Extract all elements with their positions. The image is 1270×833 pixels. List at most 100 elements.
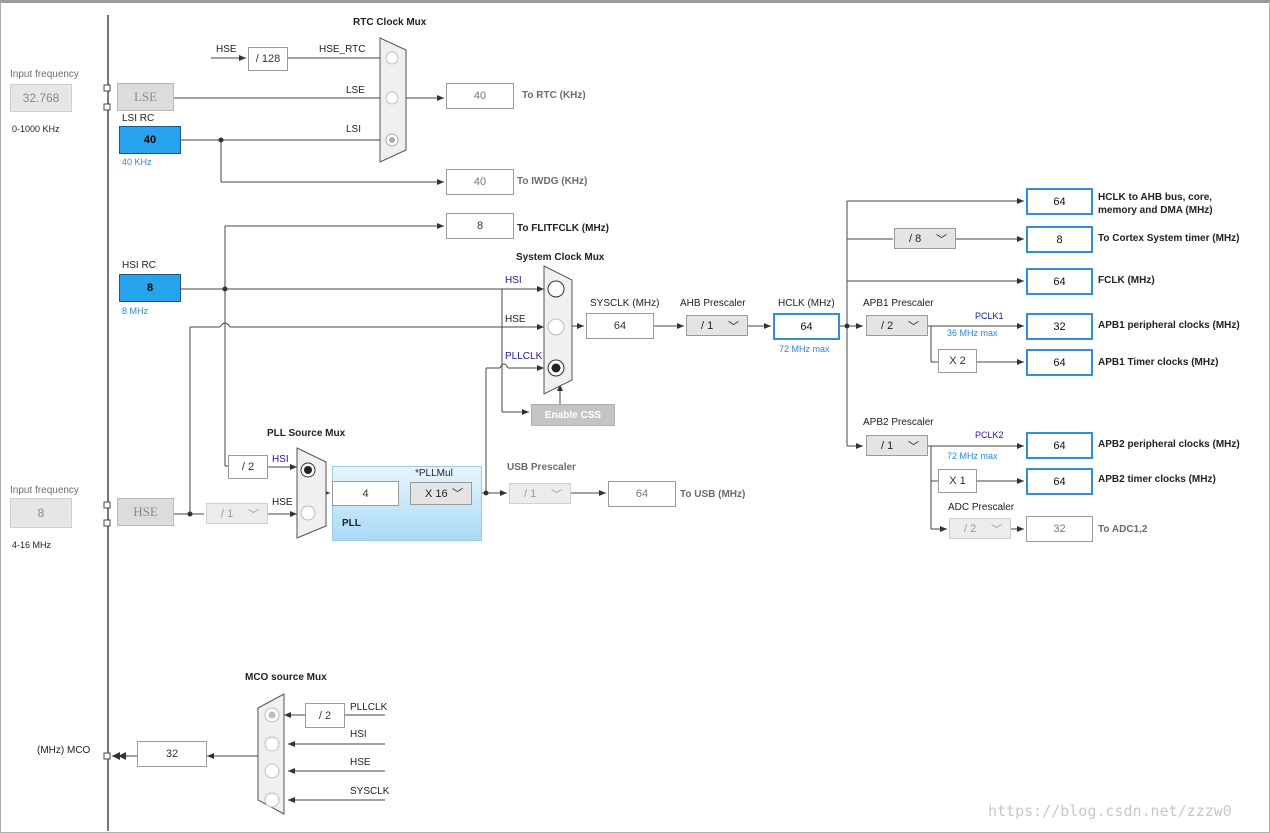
pllmul-label: *PLLMul — [415, 468, 453, 479]
mco-pll-divider: / 2 — [305, 703, 345, 728]
chevron-down-icon: ﹀ — [991, 524, 1002, 536]
usb-output-value: 64 — [608, 481, 676, 507]
apb2-peripheral-label: APB2 peripheral clocks (MHz) — [1098, 439, 1240, 450]
hse-prediv-value: / 1 — [221, 507, 234, 520]
mco-hse-label[interactable]: HSE — [350, 757, 371, 768]
usb-output-label: To USB (MHz) — [680, 489, 746, 500]
lse-input-frequency-field[interactable]: 32.768 — [10, 84, 72, 112]
mco-hsi-label[interactable]: HSI — [350, 729, 367, 740]
system-clock-mux-title: System Clock Mux — [516, 252, 605, 263]
chevron-down-icon: ﹀ — [936, 234, 947, 246]
apb1-timer-multiplier: X 2 — [938, 349, 977, 373]
adc-output-label: To ADC1,2 — [1098, 524, 1148, 535]
hclk-ahb-value[interactable]: 64 — [1026, 188, 1093, 215]
iwdg-output-value: 40 — [446, 169, 514, 195]
hclk-ahb-label-line1: HCLK to AHB bus, core, — [1098, 192, 1213, 203]
hse-rtc-label: HSE_RTC — [319, 44, 366, 55]
apb1-peripheral-label: APB1 peripheral clocks (MHz) — [1098, 320, 1240, 331]
flitfclk-output-label: To FLITFCLK (MHz) — [517, 223, 610, 234]
hclk-max: 72 MHz max — [779, 344, 830, 354]
rtc-mux-title: RTC Clock Mux — [353, 17, 427, 28]
mco-output-value: 32 — [137, 741, 207, 767]
cortex-timer-divider-dropdown[interactable]: / 8 ﹀ — [894, 228, 956, 249]
hsi-pll-divider: / 2 — [228, 455, 268, 479]
apb1-prescaler-title: APB1 Prescaler — [863, 298, 934, 309]
apb2-prescaler-dropdown[interactable]: / 1﹀ — [866, 435, 928, 456]
lse-input-label: Input frequency — [10, 69, 79, 80]
chevron-down-icon: ﹀ — [908, 321, 919, 333]
cortex-timer-label: To Cortex System timer (MHz) — [1098, 233, 1240, 244]
hse-prediv-dropdown[interactable]: / 1 ﹀ — [206, 503, 268, 524]
pllmul-value: X 16 — [425, 487, 448, 500]
rtc-lse-line-label: LSE — [346, 85, 365, 96]
usb-prescaler-title: USB Prescaler — [507, 462, 576, 473]
adc-prescaler-value: / 2 — [964, 522, 977, 535]
apb2-prescaler-title: APB2 Prescaler — [863, 417, 934, 428]
chevron-down-icon: ﹀ — [452, 488, 463, 500]
lse-oscillator[interactable]: LSE — [117, 83, 174, 111]
pll-label: PLL — [342, 518, 361, 529]
pll-source-mux — [296, 447, 327, 539]
pll-mux-hse-label[interactable]: HSE — [272, 497, 293, 508]
chevron-down-icon: ﹀ — [728, 321, 739, 333]
adc-prescaler-dropdown[interactable]: / 2 ﹀ — [949, 518, 1011, 539]
ahb-prescaler-dropdown[interactable]: / 1 ﹀ — [686, 315, 748, 336]
cortex-timer-value[interactable]: 8 — [1026, 226, 1093, 253]
hclk-value[interactable]: 64 — [773, 313, 840, 340]
sysclk-title: SYSCLK (MHz) — [590, 298, 660, 309]
adc-prescaler-title: ADC Prescaler — [948, 502, 1015, 513]
hse-input-label: Input frequency — [10, 485, 79, 496]
apb1-timer-label: APB1 Timer clocks (MHz) — [1098, 357, 1219, 368]
ahb-prescaler-value: / 1 — [701, 319, 714, 332]
mco-source-mux-title: MCO source Mux — [245, 672, 327, 683]
pll-input-value: 4 — [332, 481, 399, 506]
pclk1-label: PCLK1 — [975, 311, 1004, 321]
usb-prescaler-value: / 1 — [524, 487, 537, 500]
enable-css-button[interactable]: Enable CSS — [531, 404, 615, 426]
fclk-value[interactable]: 64 — [1026, 268, 1093, 295]
sysclk-value: 64 — [586, 313, 654, 339]
hsi-rc-title: HSI RC — [122, 260, 156, 271]
apb1-timer-value[interactable]: 64 — [1026, 349, 1093, 376]
sysmux-pllclk-label[interactable]: PLLCLK — [505, 351, 543, 362]
rtc-output-label: To RTC (KHz) — [522, 90, 586, 101]
pclk1-max: 36 MHz max — [947, 328, 998, 338]
lsi-rc-value[interactable]: 40 — [119, 126, 181, 154]
pll-source-mux-title: PLL Source Mux — [267, 428, 346, 439]
apb2-timer-multiplier: X 1 — [938, 469, 977, 493]
lse-input-range: 0-1000 KHz — [12, 124, 60, 134]
lsi-rc-title: LSI RC — [122, 113, 155, 124]
usb-prescaler-dropdown[interactable]: / 1 ﹀ — [509, 483, 571, 504]
apb1-prescaler-dropdown[interactable]: / 2﹀ — [866, 315, 928, 336]
sysmux-hse-label[interactable]: HSE — [505, 314, 526, 325]
chevron-down-icon: ﹀ — [551, 489, 562, 501]
hse-oscillator[interactable]: HSE — [117, 498, 174, 526]
pclk2-label: PCLK2 — [975, 430, 1004, 440]
mco-sysclk-label[interactable]: SYSCLK — [350, 786, 390, 797]
hsi-rc-subtitle: 8 MHz — [122, 306, 149, 316]
pll-mux-hsi-label[interactable]: HSI — [272, 454, 289, 465]
iwdg-output-label: To IWDG (KHz) — [517, 176, 588, 187]
mco-source-mux — [257, 693, 285, 815]
hsi-rc-value[interactable]: 8 — [119, 274, 181, 302]
sysmux-hsi-label[interactable]: HSI — [505, 275, 522, 286]
apb1-peripheral-value[interactable]: 32 — [1026, 313, 1093, 340]
watermark: https://blog.csdn.net/zzzw0 — [988, 802, 1232, 820]
pllmul-dropdown[interactable]: X 16 ﹀ — [410, 482, 472, 505]
hclk-ahb-label-line2: memory and DMA (MHz) — [1098, 205, 1213, 216]
lsi-rc-subtitle: 40 KHz — [122, 157, 152, 167]
hse-rtc-divider: / 128 — [248, 47, 288, 71]
chevron-down-icon: ﹀ — [248, 509, 259, 521]
rtc-clock-mux — [379, 37, 407, 163]
cortex-divider-value: / 8 — [909, 232, 922, 245]
mco-pllclk-label[interactable]: PLLCLK — [350, 702, 388, 713]
rtc-output-value: 40 — [446, 83, 514, 109]
hse-input-frequency-field[interactable]: 8 — [10, 498, 72, 528]
flitfclk-output-value: 8 — [446, 213, 514, 239]
adc-output-value: 32 — [1026, 516, 1093, 542]
fclk-label: FCLK (MHz) — [1098, 275, 1155, 286]
apb2-timer-value[interactable]: 64 — [1026, 468, 1093, 495]
apb2-peripheral-value[interactable]: 64 — [1026, 432, 1093, 459]
ahb-prescaler-title: AHB Prescaler — [680, 298, 746, 309]
